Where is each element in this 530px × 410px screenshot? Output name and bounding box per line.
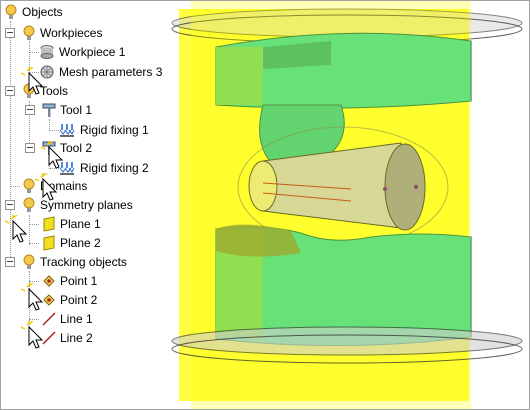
collapse-toggle[interactable] (5, 86, 15, 96)
tree-item-point-2[interactable]: Point 2 (1, 291, 191, 309)
track-line-2 (262, 192, 352, 202)
plane-icon (41, 235, 57, 251)
collapse-toggle[interactable] (25, 105, 35, 115)
tree-item-rigid-fixing-1[interactable]: Rigid fixing 1 (1, 121, 191, 139)
cursor-icon (35, 173, 58, 201)
3d-viewport[interactable] (161, 1, 529, 409)
collapse-toggle[interactable] (5, 200, 15, 210)
tree-label-rigid-fixing-1: Rigid fixing 1 (80, 123, 149, 137)
hammer-icon (41, 102, 57, 118)
lightbulb-icon (3, 4, 19, 20)
tree-item-tool-2[interactable]: Tool 2 (1, 139, 191, 157)
tree-label-workpiece-1: Workpiece 1 (59, 45, 126, 59)
tree-item-mesh-parameters-3[interactable]: Mesh parameters 3 (1, 63, 191, 81)
tree-item-tracking-objects[interactable]: Tracking objects (1, 253, 191, 271)
tree-label-line-1: Line 1 (60, 312, 93, 326)
cursor-icon (21, 67, 44, 95)
tree-label-point-2: Point 2 (60, 293, 98, 307)
tree-item-plane-1[interactable]: Plane 1 (1, 215, 191, 233)
tree-item-workpiece-1[interactable]: Workpiece 1 (1, 43, 191, 61)
fixing-icon (59, 122, 75, 138)
line-icon (41, 311, 57, 327)
cursor-icon (41, 141, 64, 169)
tree-item-domains[interactable]: Domains (1, 177, 191, 195)
tree-label-plane-1: Plane 1 (60, 217, 101, 231)
lightbulb-icon (21, 254, 37, 270)
bottom-disc (171, 326, 523, 356)
symmetry-plane-front (191, 1, 471, 409)
collapse-toggle[interactable] (5, 28, 15, 38)
cursor-icon (5, 215, 28, 243)
track-point-2 (414, 185, 418, 189)
tree-label-line-2: Line 2 (60, 331, 93, 345)
tree-label-objects: Objects (22, 5, 63, 19)
tree-item-tool-1[interactable]: Tool 1 (1, 101, 191, 119)
tree-label-symmetry-planes: Symmetry planes (40, 198, 133, 212)
collapse-toggle[interactable] (5, 257, 15, 267)
lightbulb-icon (21, 178, 37, 194)
tree-label-rigid-fixing-2: Rigid fixing 2 (80, 161, 149, 175)
cursor-icon (21, 321, 44, 349)
tree-item-rigid-fixing-2[interactable]: Rigid fixing 2 (1, 159, 191, 177)
tree-item-objects[interactable]: Objects (1, 3, 191, 21)
fixing-icon (59, 160, 75, 176)
track-line-1 (262, 182, 352, 190)
lightbulb-icon (21, 25, 37, 41)
tree-item-line-1[interactable]: Line 1 (1, 310, 191, 328)
tree-label-tracking-objects: Tracking objects (40, 255, 127, 269)
point-icon (41, 273, 57, 289)
tree-label-mesh-parameters-3: Mesh parameters 3 (59, 65, 163, 79)
tree-label-tool-2: Tool 2 (60, 141, 93, 155)
cursor-icon (21, 283, 44, 311)
mesh-icon (39, 64, 55, 80)
object-tree: Objects Workpieces Workpiece 1 Mesh para… (1, 1, 191, 409)
line-icon (41, 330, 57, 346)
tree-label-tool-1: Tool 1 (60, 103, 93, 117)
tree-label-plane-2: Plane 2 (60, 236, 101, 250)
point-icon (41, 292, 57, 308)
track-point-1 (383, 187, 387, 191)
plane-icon (41, 216, 57, 232)
tree-item-plane-2[interactable]: Plane 2 (1, 234, 191, 252)
tree-label-workpieces: Workpieces (40, 26, 103, 40)
cylinder-icon (39, 44, 55, 60)
tree-item-symmetry-planes[interactable]: Symmetry planes (1, 196, 191, 214)
tree-item-point-1[interactable]: Point 1 (1, 272, 191, 290)
tree-item-workpieces[interactable]: Workpieces (1, 24, 191, 42)
lightbulb-icon (21, 197, 37, 213)
tree-label-tools: Tools (40, 84, 69, 98)
collapse-toggle[interactable] (25, 143, 35, 153)
tree-label-point-1: Point 1 (60, 274, 98, 288)
